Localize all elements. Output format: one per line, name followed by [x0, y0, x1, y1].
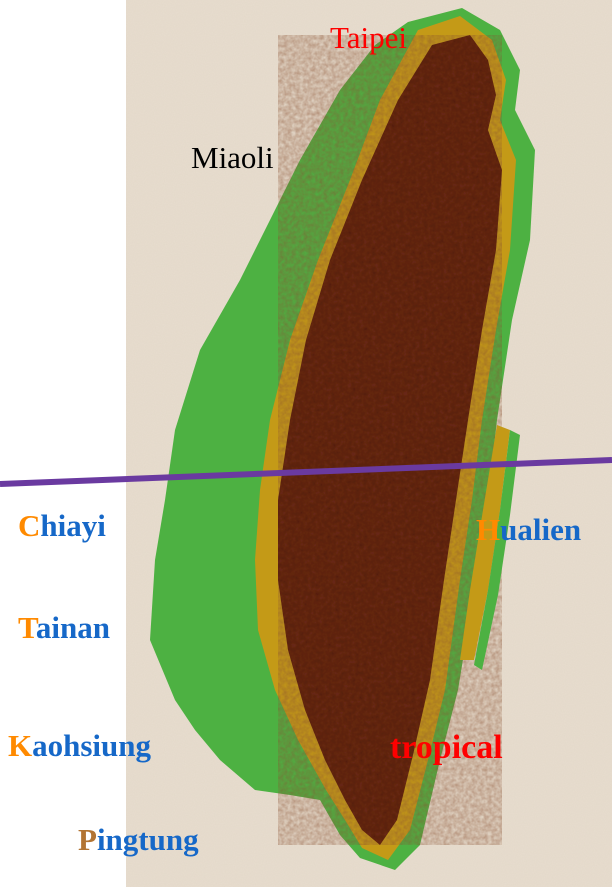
label-kaohsiung-rest: aohsiung: [32, 728, 152, 763]
label-tainan-initial: T: [18, 610, 36, 645]
east-coast-foothill-strip: [460, 425, 510, 660]
label-hualien-initial: H: [476, 512, 501, 547]
label-hualien-rest: ualien: [500, 512, 582, 547]
label-hualien: Hualien: [476, 514, 581, 545]
label-taipei: Taipei: [330, 20, 408, 55]
label-chiayi: Chiayi: [18, 510, 106, 541]
label-chiayi-initial: C: [18, 508, 41, 543]
island-mountains: [278, 35, 502, 845]
east-coast-green-strip: [474, 430, 520, 670]
label-kaohsiung-initial: K: [8, 728, 33, 763]
label-kaohsiung: Kaohsiung: [8, 730, 151, 761]
label-tainan-rest: ainan: [35, 610, 110, 645]
tropic-of-cancer-line: [0, 457, 612, 487]
left-page-white: [0, 0, 126, 887]
label-pingtung-initial: P: [78, 822, 97, 857]
label-pingtung: Pingtung: [78, 824, 199, 855]
label-miaoli: Miaoli: [191, 140, 274, 175]
label-tropical: tropical: [390, 729, 503, 766]
label-tainan: Tainan: [18, 612, 110, 643]
label-pingtung-rest: ingtung: [96, 822, 199, 857]
label-chiayi-rest: hiayi: [40, 508, 106, 543]
